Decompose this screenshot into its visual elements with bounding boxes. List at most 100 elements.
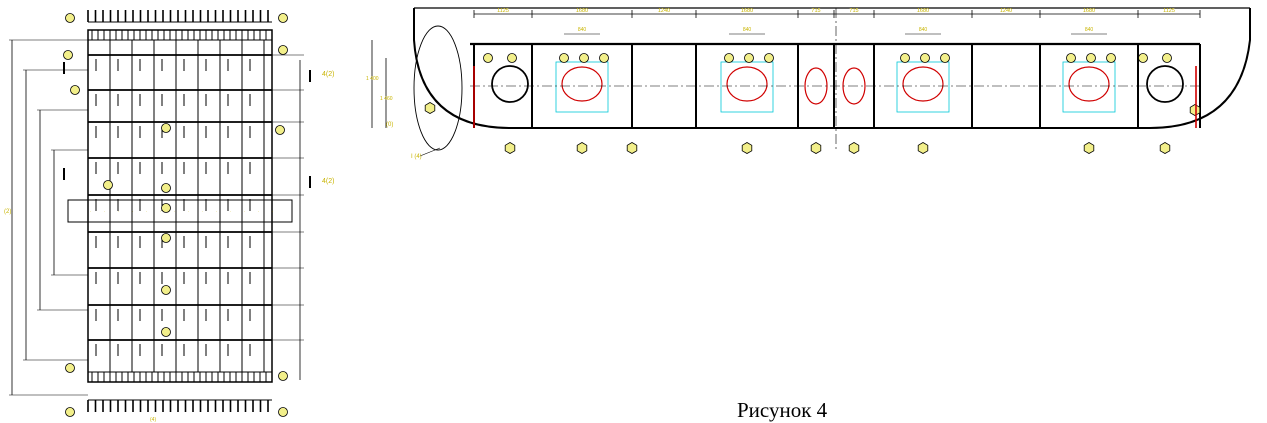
callout-tag <box>1086 53 1096 63</box>
callout-tag <box>920 53 930 63</box>
callout-tag <box>940 53 950 63</box>
cyan-stiffener-frame <box>1062 61 1116 113</box>
callout-tag <box>1138 53 1148 63</box>
plan-band-mark: · <box>188 209 189 214</box>
hull-outline <box>413 8 1251 129</box>
plan-band-mark: · <box>244 209 245 214</box>
plan-callout-tag <box>161 327 171 337</box>
end-manhole <box>491 65 529 103</box>
hex-callout-tag <box>504 142 516 154</box>
plan-bottom-band <box>87 371 273 383</box>
callout-tag <box>900 53 910 63</box>
hex-callout-tag <box>626 142 638 154</box>
section-top-dim: 715 <box>811 8 820 14</box>
callout-tag <box>483 53 493 63</box>
inner-dim: 840 <box>578 27 587 33</box>
section-top-dim: 1680 <box>576 8 588 14</box>
plan-outline <box>87 29 273 383</box>
inner-dim: 840 <box>1085 27 1094 33</box>
callout-tag <box>507 53 517 63</box>
cyan-stiffener-frame <box>896 61 950 113</box>
plan-callout-tag <box>65 13 75 23</box>
lightening-hole <box>902 66 944 102</box>
lightening-hole <box>726 66 768 102</box>
plan-right-label-upper: 4(2) <box>322 71 334 78</box>
plan-callout-tag <box>161 203 171 213</box>
height-dim: 1 460 <box>380 96 393 102</box>
plan-band-mark: · <box>160 209 161 214</box>
hex-callout-tag <box>810 142 822 154</box>
hex-callout-tag <box>424 102 436 114</box>
plan-band-mark: · <box>118 209 119 214</box>
section-top-dim: 1240 <box>1000 8 1012 14</box>
bow-detail-circle <box>413 25 463 151</box>
height-dim: 1 400 <box>366 76 379 82</box>
inner-dim: 840 <box>919 27 928 33</box>
section-top-dim: 1680 <box>741 8 753 14</box>
plan-callout-tag <box>65 363 75 373</box>
callout-tag <box>579 53 589 63</box>
hex-callout-tag <box>848 142 860 154</box>
plan-callout-tag <box>70 85 80 95</box>
hex-callout-tag <box>576 142 588 154</box>
plan-band-mark: · <box>90 209 91 214</box>
section-top-dim: 1125 <box>1163 8 1175 14</box>
plan-right-label-lower: 4(2) <box>322 178 334 185</box>
hex-callout-tag <box>1189 104 1201 116</box>
section-detail-label: I (4) <box>411 154 422 160</box>
callout-tag <box>744 53 754 63</box>
end-manhole <box>1146 65 1184 103</box>
plan-frame-label: (4) <box>150 417 156 423</box>
lightening-hole <box>561 66 603 102</box>
section-top-dim: 1680 <box>917 8 929 14</box>
plan-callout-tag <box>278 407 288 417</box>
callout-tag <box>599 53 609 63</box>
plan-callout-tag <box>63 50 73 60</box>
callout-tag <box>1106 53 1116 63</box>
plan-band-mark: · <box>230 209 231 214</box>
hull-cross-section-view: 1125 1680 1240 1680 715 715 1680 1240 1680 1125 84… <box>366 7 1251 157</box>
plan-callout-tag <box>161 233 171 243</box>
plan-band-mark: · <box>216 209 217 214</box>
section-top-dim: 1125 <box>497 8 509 14</box>
plan-left-label: (2) <box>4 209 11 215</box>
section-top-dim: 1240 <box>658 8 670 14</box>
plan-top-band <box>87 29 273 41</box>
inner-dim: 840 <box>743 27 752 33</box>
plan-band-mark: · <box>132 209 133 214</box>
plan-band-mark: · <box>202 209 203 214</box>
plan-callout-tag <box>161 285 171 295</box>
callout-tag <box>559 53 569 63</box>
plan-band-mark: · <box>272 209 273 214</box>
section-top-dim: 1680 <box>1083 8 1095 14</box>
plan-band-mark: · <box>146 209 147 214</box>
hex-callout-tag <box>1083 142 1095 154</box>
hex-callout-tag <box>741 142 753 154</box>
cyan-stiffener-frame <box>555 61 609 113</box>
figure-caption: Рисунок 4 <box>737 398 828 422</box>
plan-callout-tag <box>278 45 288 55</box>
callout-tag <box>1162 53 1172 63</box>
section-base-label: (0) <box>386 122 393 128</box>
hex-callout-tag <box>1159 142 1171 154</box>
callout-tag <box>724 53 734 63</box>
section-top-dim: 715 <box>849 8 858 14</box>
plan-band-mark: · <box>174 209 175 214</box>
cyan-stiffener-frame <box>720 61 774 113</box>
plan-band-mark: · <box>258 209 259 214</box>
plan-callout-tag <box>65 407 75 417</box>
callout-tag <box>1066 53 1076 63</box>
deck-plan-view: · · · · · · · · · · · · · · <box>9 10 311 417</box>
plan-callout-tag <box>275 125 285 135</box>
plan-callout-tag <box>161 183 171 193</box>
detail-leader <box>419 147 441 157</box>
lightening-hole <box>1068 66 1110 102</box>
plan-callout-tag <box>278 371 288 381</box>
plan-band-mark: · <box>104 209 105 214</box>
plan-callout-tag <box>278 13 288 23</box>
hex-callout-tag <box>917 142 929 154</box>
callout-tag <box>764 53 774 63</box>
plan-callout-tag <box>103 180 113 190</box>
plan-centre-band <box>67 199 293 223</box>
